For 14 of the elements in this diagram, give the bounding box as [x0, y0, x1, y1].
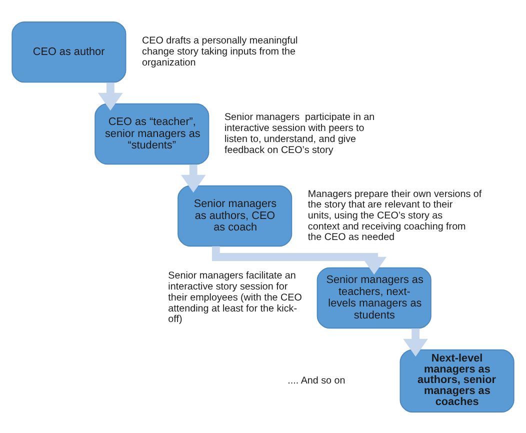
arrow: [180, 164, 206, 192]
node-label: CEO drafts a personally meaningful change story taking inputs from the organization: [142, 35, 298, 68]
node-box: CEO as “teacher”, senior managers as “students”: [94, 102, 210, 164]
arrow: [403, 328, 428, 356]
node-box: Next-level managers as authors, senior managers as coaches: [400, 348, 514, 412]
arrow: [212, 246, 387, 274]
node-box: Senior managers as teachers, next-levels managers as students: [316, 266, 432, 328]
node-label: Senior managers facilitate an interactive story session for their employees (with the CEO attending at least for the kick-off): [168, 270, 302, 325]
node-label: Managers prepare their own versions of the story that are relevant to their units, using the CEO’s story as context and receiving coaching from the CEO as needed: [308, 188, 482, 243]
node-box: CEO as author: [12, 20, 126, 82]
label: .... And so on: [288, 374, 346, 386]
node-box: Senior managers as authors, CEO as coach: [178, 184, 292, 246]
arrow: [98, 82, 123, 110]
node-label: Senior managers participate in an interactive session with peers to listen to, understand, and give feedback on CEO’s story: [224, 112, 375, 156]
